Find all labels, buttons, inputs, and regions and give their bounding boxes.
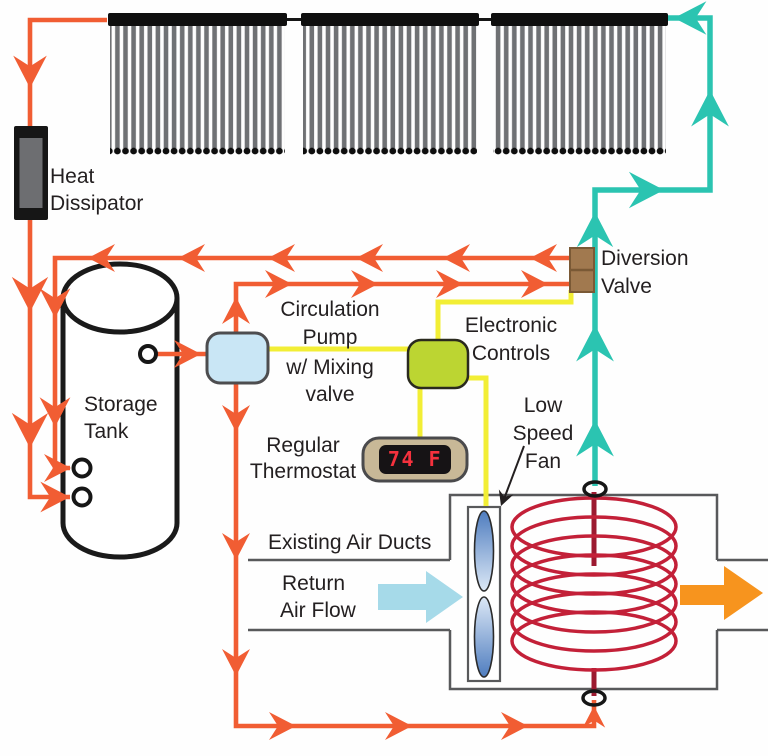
low-speed-fan-label: Low: [524, 394, 563, 417]
low-speed-fan-label: Fan: [525, 450, 561, 473]
tank-upper-port: [71, 457, 93, 479]
heated-air-arrow: [680, 566, 763, 620]
storage-tank-label: Storage: [84, 393, 158, 416]
regular-thermostat-label: Thermostat: [250, 460, 356, 483]
solar-panel-1: [108, 13, 287, 156]
thermostat: 74 F: [361, 436, 469, 483]
electronic-controls-label: Electronic: [465, 314, 557, 337]
return-air-flow-label: Air Flow: [280, 599, 357, 622]
return-air-arrow: [378, 571, 463, 623]
tank-outlet-port: [138, 344, 158, 364]
hot-pipe-network: [11, 17, 606, 740]
solar-collector-array: [108, 13, 668, 156]
fan-blades: [473, 510, 495, 678]
existing-air-ducts-label: Existing Air Ducts: [268, 531, 431, 554]
circulation-pump-label: valve: [305, 383, 354, 406]
fan-leader-line: [493, 445, 525, 509]
regular-thermostat-label: Regular: [266, 434, 340, 457]
diversion-valve-label: Valve: [601, 275, 652, 298]
heat-dissipator: [14, 126, 48, 220]
electronic-controls-box: [406, 338, 470, 390]
heat-exchanger-coil: [510, 492, 678, 696]
solar-panel-3: [491, 13, 668, 156]
diversion-valve: [569, 247, 595, 293]
control-wiring: [266, 290, 574, 506]
circulation-pump-label: Circulation: [280, 298, 379, 321]
heat-dissipator-label: Dissipator: [50, 192, 143, 215]
coil-top-fitting: [582, 480, 608, 498]
diversion-valve-label: Diversion: [601, 247, 689, 270]
tank-lower-port: [71, 486, 93, 508]
electronic-controls-label: Controls: [472, 342, 550, 365]
circulation-pump-label: Pump: [303, 326, 358, 349]
circulation-pump-label: w/ Mixing: [285, 356, 374, 379]
solar-panel-2: [301, 13, 479, 156]
heat-dissipator-label: Heat: [50, 165, 95, 188]
return-air-flow-label: Return: [282, 572, 345, 595]
storage-tank-label: Tank: [84, 420, 129, 443]
coil-bottom-fitting: [581, 689, 607, 707]
low-speed-fan-label: Speed: [513, 422, 574, 445]
labels: Heat Dissipator Storage Tank Circulation…: [50, 165, 689, 622]
thermostat-reading: 74 F: [388, 447, 442, 471]
circulation-pump: [205, 331, 270, 385]
